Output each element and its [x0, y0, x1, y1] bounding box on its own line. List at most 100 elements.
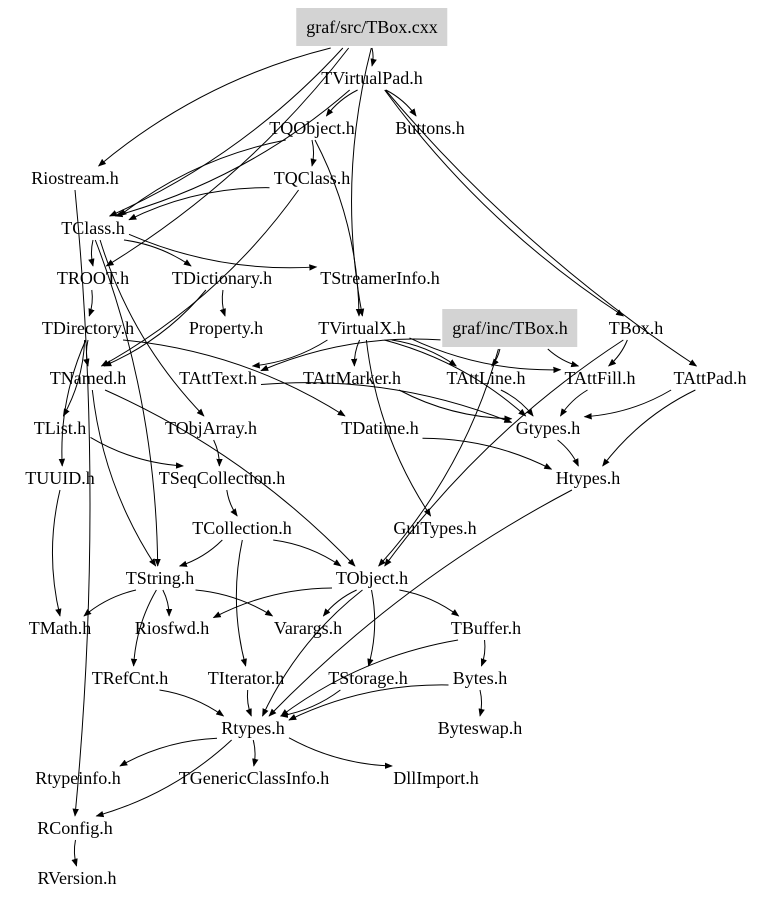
edge-qobj-to-tclass	[118, 139, 286, 217]
edge-vpad-to-tbox	[384, 89, 624, 317]
edge-bytes-to-rtypes	[288, 684, 449, 721]
edge-tstorage-to-rtypes	[279, 689, 341, 718]
node-tclass-h[interactable]: TClass.h	[61, 218, 125, 238]
node-graf-inc-tbox-h[interactable]: graf/inc/TBox.h	[442, 309, 578, 347]
edge-qobj-to-qclass	[310, 139, 317, 167]
node-tnamed-h[interactable]: TNamed.h	[49, 368, 127, 388]
edge-tuuid-to-tmath	[51, 489, 62, 617]
edge-tdict-to-tnamed	[103, 289, 207, 367]
edge-trefcnt-to-rtypes	[159, 689, 225, 717]
node-gtypes-h[interactable]: Gtypes.h	[515, 418, 581, 438]
edge-cxx-to-vpad	[370, 47, 377, 67]
node-tstreamerinfo-h[interactable]: TStreamerInfo.h	[320, 268, 440, 288]
node-tmath-h[interactable]: TMath.h	[28, 618, 92, 638]
edge-rtypes-to-rconfig	[95, 739, 232, 818]
node-htypes-h[interactable]: Htypes.h	[555, 468, 621, 488]
node-riostream-h[interactable]: Riostream.h	[31, 168, 119, 188]
edge-incbox-to-aline	[491, 348, 501, 367]
edge-aline-to-gtypes	[500, 389, 534, 417]
node-tdatime-h[interactable]: TDatime.h	[341, 418, 419, 438]
node-rtypeinfo-h[interactable]: Rtypeinfo.h	[35, 768, 121, 788]
node-graf-src-tbox-cxx[interactable]: graf/src/TBox.cxx	[296, 8, 448, 46]
node-rversion-h[interactable]: RVersion.h	[37, 868, 117, 888]
edge-tbuffer-to-rtypes	[280, 639, 459, 717]
node-tstring-h[interactable]: TString.h	[125, 568, 195, 588]
node-tuuid-h[interactable]: TUUID.h	[25, 468, 95, 488]
edge-gtypes-to-htypes	[557, 439, 579, 467]
edge-htypes-to-rtypes	[268, 489, 573, 717]
edge-tclass-to-tdict	[123, 239, 192, 267]
node-tattfill-h[interactable]: TAttFill.h	[564, 368, 636, 388]
node-bytes-h[interactable]: Bytes.h	[452, 668, 508, 688]
node-tobject-h[interactable]: TObject.h	[335, 568, 409, 588]
node-buttons-h[interactable]: Buttons.h	[395, 118, 465, 138]
edge-tstring-to-varargs	[195, 589, 274, 617]
node-dllimport-h[interactable]: DllImport.h	[393, 768, 479, 788]
node-tgenericclassinfo-h[interactable]: TGenericClassInfo.h	[178, 768, 330, 788]
edge-tdatime-to-htypes	[422, 437, 553, 470]
edge-vpad-to-tclass	[114, 89, 351, 218]
edge-tbox-to-tobject	[384, 339, 624, 567]
edge-tlist-to-tseq	[90, 436, 184, 469]
node-tstorage-h[interactable]: TStorage.h	[328, 668, 408, 688]
edge-rtypes-to-rtypeinfo	[119, 737, 218, 767]
edge-tstring-to-trefcnt	[130, 589, 157, 667]
edge-tclass-to-tstring	[94, 239, 161, 567]
edge-incbox-to-tobject	[378, 348, 499, 567]
node-troot-h[interactable]: TROOT.h	[56, 268, 130, 288]
node-tvirtualx-h[interactable]: TVirtualX.h	[318, 318, 406, 338]
node-tqobject-h[interactable]: TQObject.h	[269, 118, 355, 138]
edge-rtypes-to-tgci	[252, 739, 259, 767]
node-titerator-h[interactable]: TIterator.h	[207, 668, 285, 688]
node-tqclass-h[interactable]: TQClass.h	[273, 168, 351, 188]
edge-tvx-to-aline	[391, 339, 457, 367]
node-guitypes-h[interactable]: GuiTypes.h	[393, 518, 477, 538]
node-rconfig-h[interactable]: RConfig.h	[37, 818, 113, 838]
node-riosfwd-h[interactable]: Riosfwd.h	[134, 618, 210, 638]
node-tvirtualpad-h[interactable]: TVirtualPad.h	[321, 68, 423, 88]
node-tobjarray-h[interactable]: TObjArray.h	[165, 418, 257, 438]
edge-tnamed-to-tobject	[104, 389, 356, 567]
node-byteswap-h[interactable]: Byteswap.h	[437, 718, 523, 738]
edge-tdict-to-prop	[219, 289, 226, 317]
edge-tnamed-to-tstring	[91, 389, 157, 567]
node-tdirectory-h[interactable]: TDirectory.h	[41, 318, 135, 338]
node-property-h[interactable]: Property.h	[188, 318, 264, 338]
edge-bytes-to-byteswap	[478, 689, 485, 717]
edge-tstring-to-riosfwd	[162, 589, 173, 617]
node-tbuffer-h[interactable]: TBuffer.h	[450, 618, 522, 638]
edge-troot-to-tdir	[88, 289, 95, 317]
node-rtypes-h[interactable]: Rtypes.h	[221, 718, 285, 738]
node-tcollection-h[interactable]: TCollection.h	[192, 518, 292, 538]
edge-qobj-to-tvx	[314, 139, 363, 317]
node-tattmarker-h[interactable]: TAttMarker.h	[302, 368, 402, 388]
node-tbox-h[interactable]: TBox.h	[608, 318, 664, 338]
edge-titer-to-rtypes	[245, 689, 252, 717]
edge-tobject-to-tstorage	[367, 589, 376, 667]
edge-cxx-to-tclass	[108, 47, 344, 217]
node-tatttext-h[interactable]: TAttText.h	[179, 368, 257, 388]
edge-qclass-to-tnamed	[100, 189, 299, 367]
node-tattpad-h[interactable]: TAttPad.h	[673, 368, 747, 388]
edge-tobject-to-tbuffer	[399, 589, 460, 617]
node-tseqcollection-h[interactable]: TSeqCollection.h	[158, 468, 286, 488]
edge-vpad-to-buttons	[385, 89, 417, 117]
edge-amarker-to-gtypes	[398, 389, 513, 422]
node-trefcnt-h[interactable]: TRefCnt.h	[91, 668, 169, 688]
edge-tobjarr-to-tseq	[213, 439, 223, 467]
edge-tstring-to-tmath	[83, 589, 137, 617]
edge-tdir-to-tuuid	[58, 339, 87, 467]
edge-tobject-to-rtypes	[262, 589, 363, 717]
node-varargs-h[interactable]: Varargs.h	[273, 618, 343, 638]
edge-tdir-to-tdatime	[122, 339, 346, 417]
edge-vpad-to-apad	[385, 89, 698, 367]
edge-tcoll-to-tobject	[273, 539, 342, 567]
edge-qclass-to-tclass	[128, 187, 270, 221]
node-tdictionary-h[interactable]: TDictionary.h	[171, 268, 273, 288]
edge-tclass-to-troot	[88, 239, 95, 267]
node-tlist-h[interactable]: TList.h	[33, 418, 87, 438]
edge-riostream-to-rconfig	[72, 189, 91, 817]
node-tattline-h[interactable]: TAttLine.h	[446, 368, 526, 388]
edge-tbuffer-to-bytes	[480, 639, 487, 667]
